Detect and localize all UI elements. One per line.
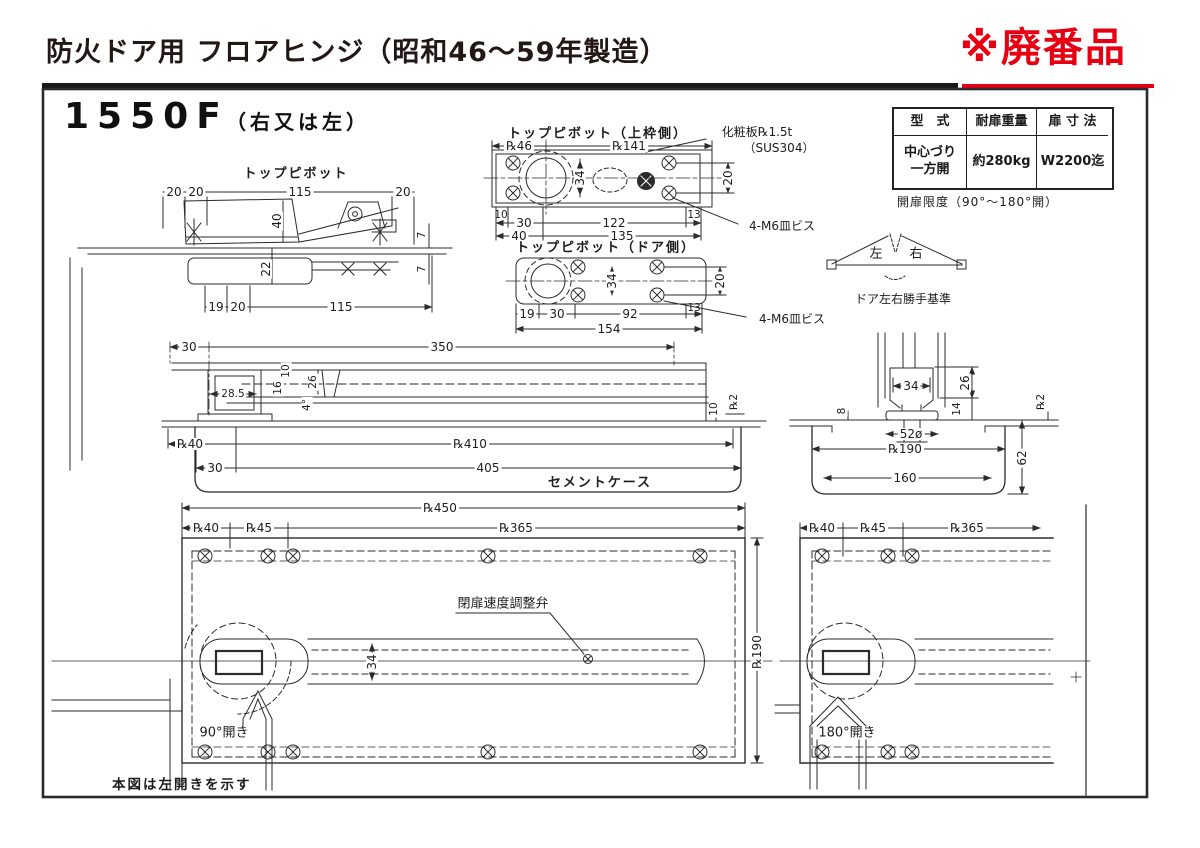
dim-label: 13 [687, 208, 701, 221]
cement-case-label: セメントケース [547, 475, 653, 491]
dim-label: 40 [509, 229, 529, 243]
hand-caption: ドア左右勝手基準 [854, 292, 952, 306]
dim-label: 34 [901, 379, 921, 393]
spec-header-width: 扉 寸 法 [1037, 109, 1108, 136]
dim-label: 13 [687, 301, 701, 314]
dim-label: 34 [365, 652, 379, 672]
spec-value-type: 中心づり 一方開 [894, 136, 967, 188]
dim-label: 7 [415, 263, 428, 275]
dim-label: ℞190 [886, 442, 924, 456]
dim-label: 52ø [897, 427, 925, 441]
dim-label: 26 [306, 373, 319, 391]
spec-table: 型 式 耐扉重量 扉 寸 法 中心づり 一方開 約280kg W2200迄 [892, 107, 1114, 190]
drawing-frame [41, 87, 1149, 799]
dim-label: ℞450 [421, 501, 459, 515]
spec-value-weight: 約280kg [967, 136, 1037, 188]
dim-label: 30 [205, 461, 225, 475]
view-title-frame-plate: トップピボット（上枠側） [507, 126, 689, 142]
page-title: 防火ドア用 フロアヒンジ（昭和46〜59年製造） [46, 37, 668, 68]
view-top-pivot-door-plate [505, 257, 747, 334]
dim-label: 62 [1015, 448, 1029, 468]
dim-label: 20 [713, 271, 727, 291]
dim-label: 4° [300, 397, 313, 413]
view-top-pivot-frame-plate [483, 138, 739, 241]
dim-label: ℞2 [727, 391, 740, 413]
dim-label: 20 [164, 185, 184, 199]
dim-label: 26 [958, 373, 972, 393]
dim-label: ℞190 [750, 633, 764, 671]
view-plan-90deg [51, 502, 773, 791]
dim-label: 34 [605, 271, 619, 291]
dim-label: 19 [206, 300, 226, 314]
dim-label: 40 [270, 211, 284, 231]
dim-label: 92 [620, 307, 640, 321]
opening-180-label: 180°開き [816, 725, 878, 741]
dim-label: 8 [835, 405, 848, 417]
hand-right-label: 右 [909, 246, 923, 262]
dim-label: ℞365 [948, 521, 986, 535]
header-rule [42, 83, 958, 88]
dim-label: 30 [179, 340, 199, 354]
dim-label: 350 [428, 340, 456, 354]
dim-label: 10 [279, 362, 292, 380]
dim-label: ℞410 [451, 437, 489, 451]
view-hinge-section [161, 341, 767, 493]
dim-label: 20 [228, 300, 248, 314]
view-hinge-cross-section [789, 332, 1059, 495]
dim-label: 10 [494, 208, 508, 221]
dim-label: ℞46 [503, 139, 535, 153]
dim-label: 14 [950, 400, 963, 418]
spec-header-type: 型 式 [894, 109, 967, 136]
spec-value-width: W2200迄 [1040, 153, 1105, 169]
dim-label: ℞40 [806, 521, 838, 535]
dim-label: 7 [415, 229, 428, 241]
footnote: 本図は左開きを示す [112, 777, 252, 793]
dim-label: 405 [474, 461, 502, 475]
dim-label: 10 [707, 400, 720, 418]
dim-label: 34 [573, 168, 587, 188]
view-title-door-plate: トップピボット（ドア側） [515, 240, 697, 256]
dim-label: ℞2 [1034, 391, 1047, 413]
dim-label: ℞45 [857, 521, 889, 535]
dim-label: ℞40 [174, 437, 206, 451]
dim-label: ℞40 [190, 521, 222, 535]
view-plan-180deg [774, 504, 1091, 796]
dim-label: 30 [547, 307, 567, 321]
hand-left-label: 左 [869, 246, 883, 262]
spec-header-weight: 耐扉重量 [967, 109, 1037, 136]
dim-label: 20 [721, 168, 735, 188]
view-top-pivot-side [69, 188, 453, 471]
dim-label: ℞365 [497, 521, 535, 535]
dim-label: 28.5 [219, 387, 247, 400]
dim-label: 160 [891, 471, 919, 485]
discontinued-rule [962, 84, 1154, 88]
dim-label: 20 [186, 185, 206, 199]
dim-label: 154 [595, 322, 623, 336]
dim-label: 30 [514, 216, 534, 230]
screw-note: 4-M6皿ビス [749, 219, 815, 233]
view-title-top-pivot: トップピボット [243, 166, 349, 182]
dim-label: 122 [600, 216, 628, 230]
dim-label: ℞141 [610, 139, 648, 153]
model-number: 1550F [64, 96, 229, 137]
valve-label: 閉扉速度調整弁 [457, 596, 549, 612]
material-note: （SUS304） [743, 141, 815, 155]
dim-label: 115 [327, 300, 355, 314]
dim-label: ℞45 [243, 521, 275, 535]
finish-plate-note: 化粧板℞1.5t [721, 125, 793, 139]
dim-label: 16 [271, 379, 284, 397]
dim-label: 20 [393, 185, 413, 199]
model-hand-note: （右又は左） [226, 110, 370, 134]
hand-reference-diagram [826, 233, 967, 280]
dim-label: 115 [286, 185, 314, 199]
discontinued-stamp: ※廃番品 [960, 25, 1127, 71]
dim-label: 22 [259, 259, 273, 279]
opening-90-label: 90°開き [197, 725, 251, 741]
open-limit-note: 開扉限度（90°〜180°開） [897, 195, 1059, 209]
dim-label: 19 [517, 307, 537, 321]
dim-label: 135 [608, 229, 636, 243]
screw-note: 4-M6皿ビス [759, 312, 825, 326]
